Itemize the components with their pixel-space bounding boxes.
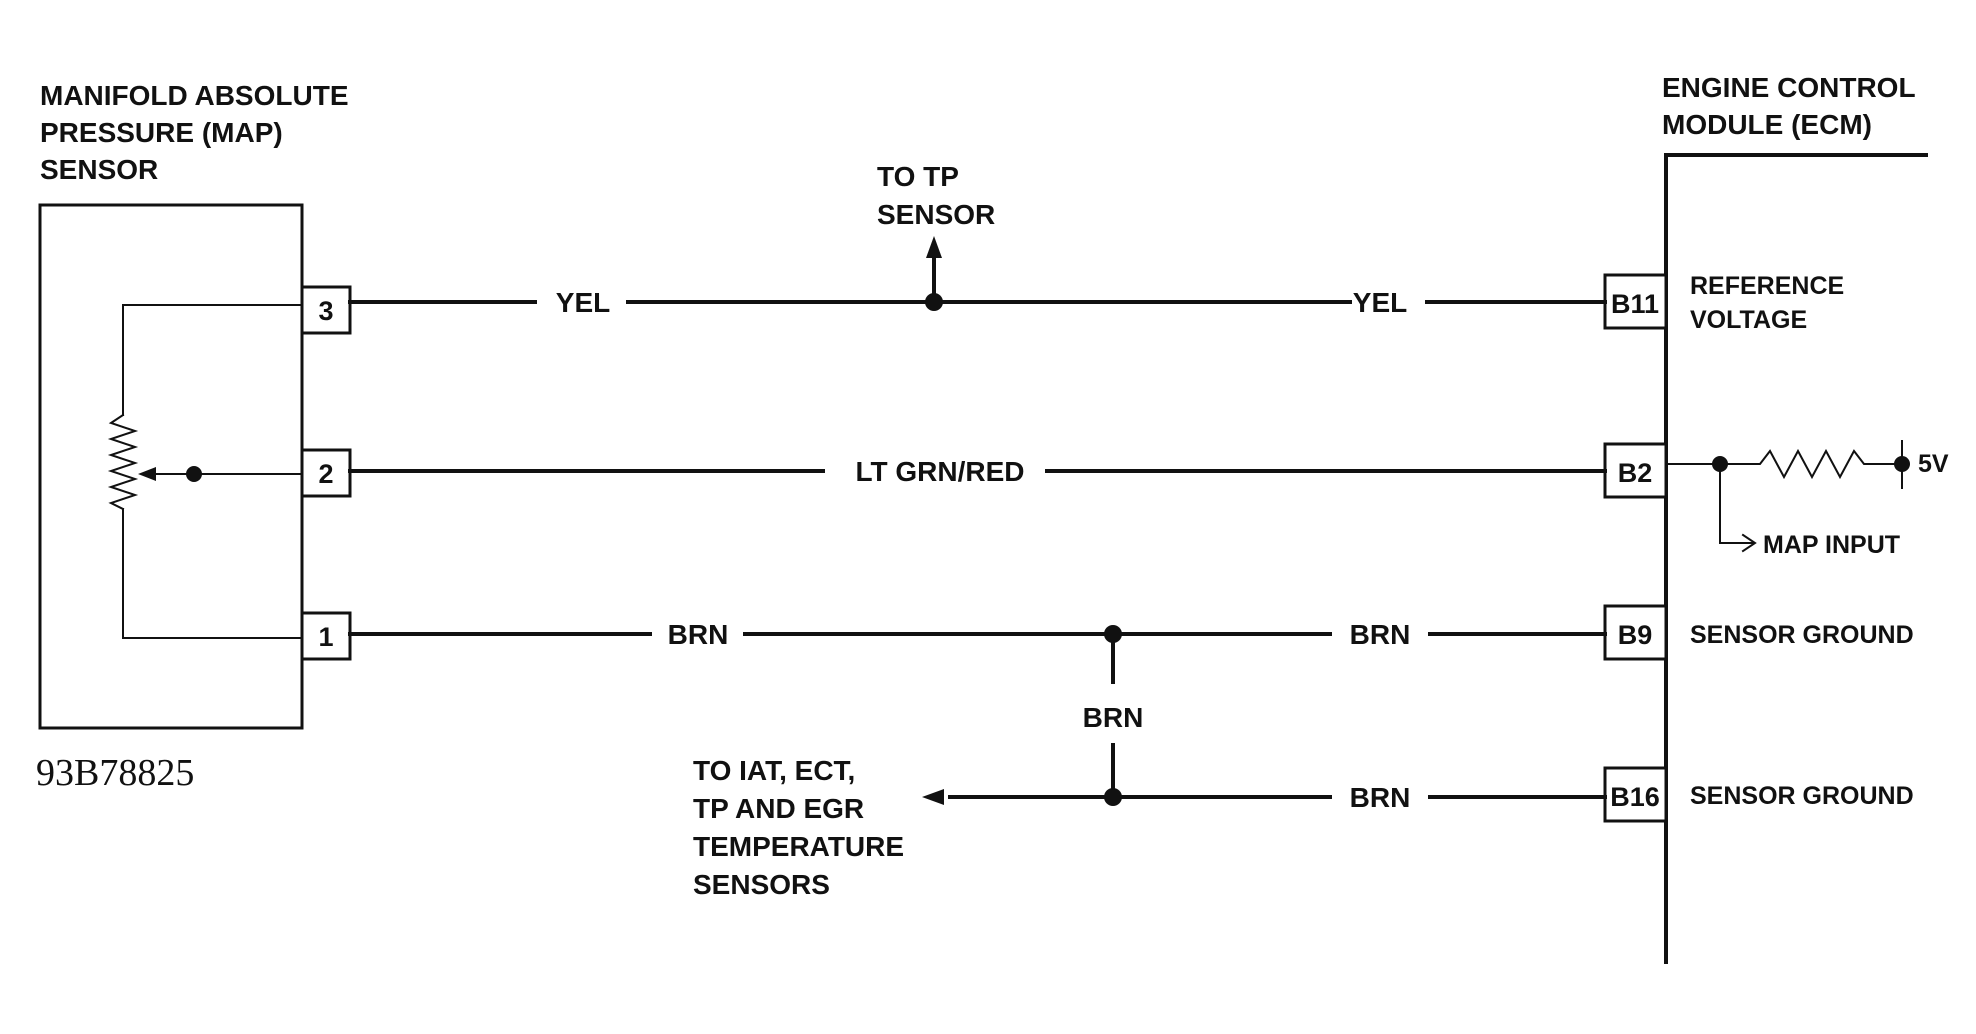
internal-wire-top [122,304,303,416]
to-other-sensors-line-4: SENSORS [693,869,830,900]
wire-brn: BRN BRN BRN BRN TO IAT, ECT, TP AND EGR … [348,619,1607,900]
map-input-arrow-icon [1741,533,1757,553]
to-other-sensors-line-2: TP AND EGR [693,793,864,824]
ecm: ENGINE CONTROL MODULE (ECM) B11 B2 B9 B1… [1603,72,1949,964]
ecm-pin-b2-label: B2 [1618,458,1653,488]
map-pin-1-label: 1 [318,622,333,652]
to-other-sensors-arrow-icon [922,789,944,805]
to-tp-label-line-2: SENSOR [877,199,995,230]
map-sensor-title-line-2: PRESSURE (MAP) [40,117,283,148]
internal-wire-bottom [122,508,303,639]
map-sensor-housing [38,203,304,730]
ecm-pin-b11-box [1603,273,1668,330]
ecm-pin-b11-label: B11 [1611,289,1659,319]
ecm-title-line-1: ENGINE CONTROL [1662,72,1916,103]
map-input-wire [1719,463,1755,544]
to-tp-label-line-1: TO TP [877,161,959,192]
pull-up-resistor [1719,448,1903,480]
wire-brn-left-label: BRN [668,619,729,650]
wire-brn-lower-label: BRN [1350,782,1411,813]
ecm-pin-b16-box [1603,766,1668,823]
b11-label-line-2: VOLTAGE [1690,306,1807,334]
potentiometer-resistor [107,413,139,511]
ecm-pin-b9-box [1603,604,1668,661]
wire-brn-vertical-label: BRN [1083,702,1144,733]
map-sensor-title-line-1: MANIFOLD ABSOLUTE [40,80,349,111]
to-other-sensors-line-3: TEMPERATURE [693,831,904,862]
ecm-pin-b9-label: B9 [1618,620,1653,650]
wire-yel-right-label: YEL [1353,287,1407,318]
b11-label-line-1: REFERENCE [1690,272,1844,300]
wiper-arrow-head [138,467,156,481]
map-sensor-title-line-3: SENSOR [40,154,158,185]
supply-label: 5V [1918,450,1949,478]
b9-label: SENSOR GROUND [1690,621,1914,649]
map-sensor: MANIFOLD ABSOLUTE PRESSURE (MAP) SENSOR … [36,80,352,794]
map-pin-3-box [300,285,352,335]
wire-brn-right-label: BRN [1350,619,1411,650]
wire-ltgrn-red: LT GRN/RED [348,456,1607,487]
b16-label: SENSOR GROUND [1690,782,1914,810]
map-pin-1-box [300,611,352,661]
to-tp-arrow-icon [926,236,942,258]
ecm-title-line-2: MODULE (ECM) [1662,109,1872,140]
wire-yel: YEL YEL TO TP SENSOR [348,161,1607,318]
ecm-boundary [1664,153,1928,964]
wire-ltgrn-red-label: LT GRN/RED [855,456,1024,487]
wire-yel-left-label: YEL [556,287,610,318]
figure-number: 93B78825 [36,752,194,794]
map-pin-2-box [300,448,352,498]
to-other-sensors-line-1: TO IAT, ECT, [693,755,855,786]
ecm-pin-b16-label: B16 [1610,782,1660,812]
map-input-label: MAP INPUT [1763,531,1900,559]
map-pin-2-label: 2 [318,459,333,489]
map-pin-3-label: 3 [318,296,333,326]
